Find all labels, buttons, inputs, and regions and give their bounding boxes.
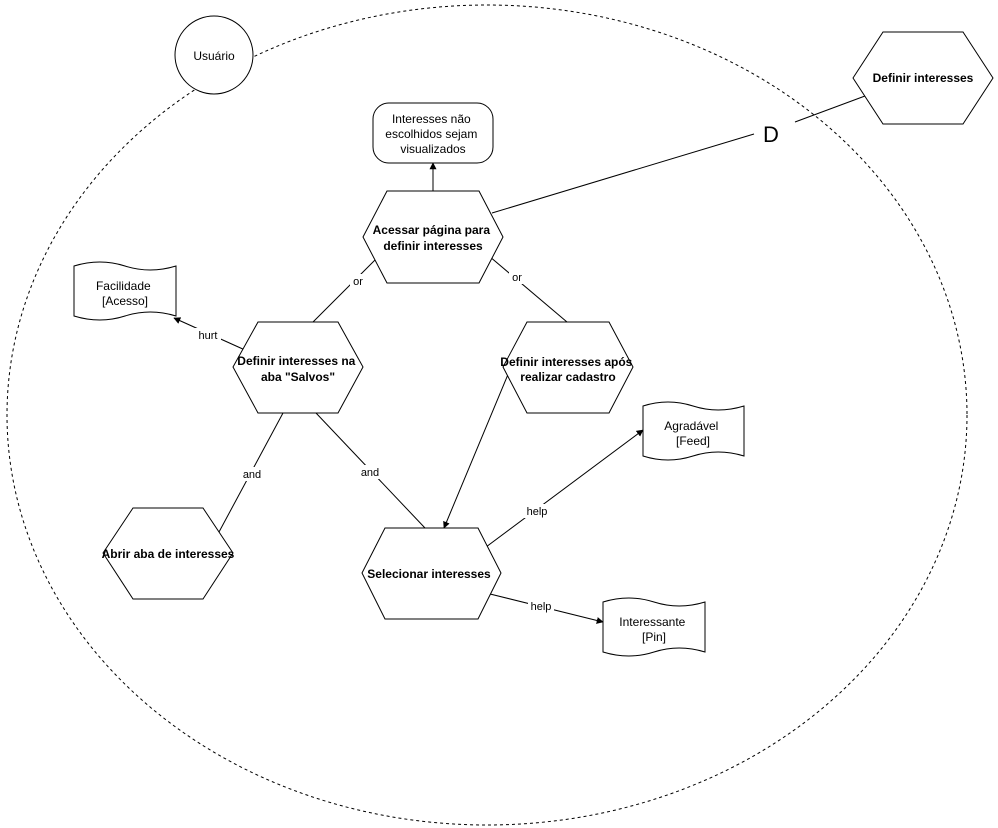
- facilidade-label: Facilidade [Acesso]: [96, 279, 154, 308]
- external-goal-definir-interesses[interactable]: Definir interesses: [852, 31, 994, 125]
- edge-label-or-left: or: [353, 276, 363, 288]
- task-selecionar-label: Selecionar interesses: [367, 567, 491, 581]
- hurt-bg: [195, 328, 221, 342]
- edge-label-help-bottom: help: [531, 601, 552, 613]
- and-left-bg: [240, 467, 264, 481]
- actor-usuario[interactable]: Usuário: [174, 15, 254, 95]
- softgoal-agradavel[interactable]: Agradável [Feed]: [642, 401, 745, 461]
- softgoal-facilidade[interactable]: Facilidade [Acesso]: [73, 261, 177, 321]
- help-bottom-bg: [528, 599, 554, 613]
- task-definir-salvos-label: Definir interesses na aba "Salvos": [237, 354, 358, 384]
- edge-label-hurt: hurt: [199, 330, 218, 342]
- task-acessar-pagina[interactable]: Acessar página para definir interesses: [362, 190, 504, 284]
- softgoal-label: Interesses não escolhidos sejam visualiz…: [385, 112, 480, 156]
- task-selecionar-interesses[interactable]: Selecionar interesses: [361, 527, 502, 620]
- dependency-label-bg: [756, 118, 786, 148]
- help-top-bg: [524, 504, 550, 518]
- task-definir-cadastro-label: Definir interesses após realizar cadastr…: [500, 355, 635, 384]
- edge-help-top: [481, 429, 644, 551]
- interessante-label: Interessante [Pin]: [619, 615, 688, 644]
- softgoal-interesses-nao-escolhidos[interactable]: Interesses não escolhidos sejam visualiz…: [372, 102, 494, 164]
- dependency-label: D: [763, 122, 779, 147]
- edge-or-left: [312, 257, 378, 323]
- task-abrir-aba[interactable]: Abrir aba de interesses: [102, 507, 235, 600]
- edge-or-right: [488, 255, 568, 323]
- softgoal-interessante[interactable]: Interessante [Pin]: [602, 597, 706, 657]
- agradavel-label: Agradável [Feed]: [664, 419, 721, 448]
- and-right-bg: [358, 465, 382, 479]
- actor-boundary: [6, 4, 968, 826]
- edge-cadastro-to-selecionar: [443, 359, 515, 529]
- task-acessar-label: Acessar página para definir interesses: [373, 223, 494, 253]
- actor-label: Usuário: [193, 49, 235, 63]
- task-abrir-aba-label: Abrir aba de interesses: [102, 547, 235, 561]
- task-definir-cadastro[interactable]: Definir interesses após realizar cadastr…: [500, 321, 635, 414]
- dependency-line-to-goal: [794, 95, 866, 123]
- edge-label-and-left: and: [243, 469, 261, 481]
- or-right-bg: [509, 270, 525, 284]
- edge-label-help-top: help: [527, 506, 548, 518]
- edge-label-and-right: and: [361, 467, 379, 479]
- edge-label-or-right: or: [512, 272, 522, 284]
- or-left-bg: [350, 274, 366, 288]
- external-goal-label: Definir interesses: [873, 71, 974, 85]
- dependency-line-to-actor: [491, 133, 755, 214]
- task-definir-salvos[interactable]: Definir interesses na aba "Salvos": [232, 321, 364, 414]
